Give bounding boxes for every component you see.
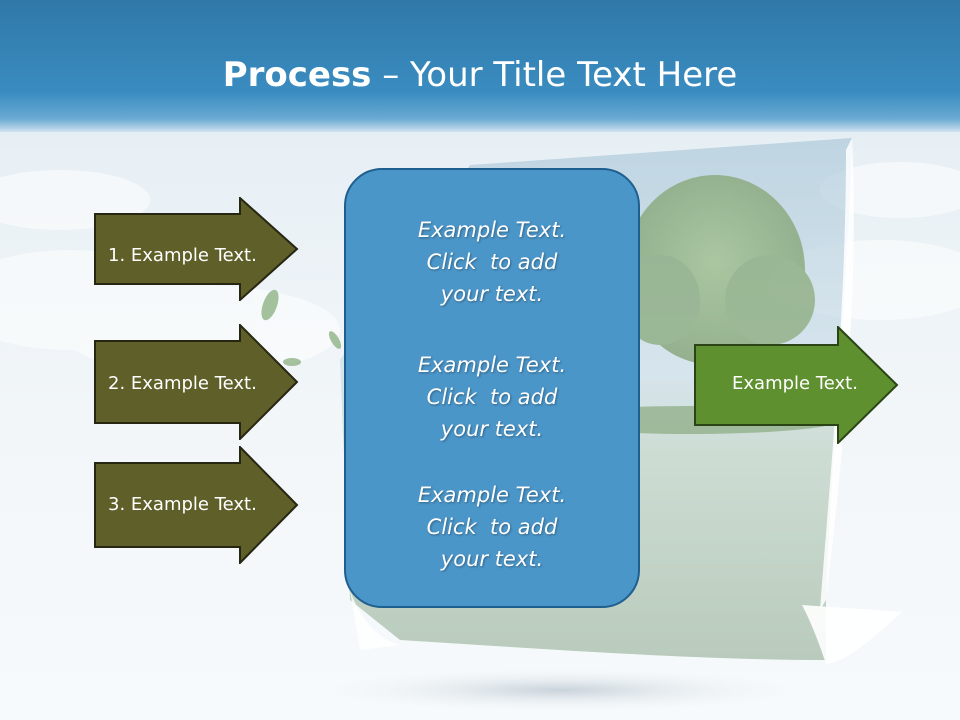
center-text-box[interactable]: Example Text. Click to add your text. Ex… <box>344 168 640 608</box>
center-line: your text. <box>440 547 544 571</box>
center-line: your text. <box>440 417 544 441</box>
center-line: Example Text. <box>417 483 567 507</box>
center-line: Click to add <box>426 250 558 274</box>
step-label-1: 1. Example Text. <box>108 245 257 266</box>
center-paragraph-2: Example Text. Click to add your text. <box>346 349 638 445</box>
step-arrow-2[interactable] <box>94 324 300 440</box>
result-label: Example Text. <box>732 373 858 394</box>
leaves <box>261 289 342 366</box>
step-label-3: 3. Example Text. <box>108 494 257 515</box>
title-rest-part: – Your Title Text Here <box>371 55 738 95</box>
center-paragraph-1: Example Text. Click to add your text. <box>346 214 638 310</box>
center-line: Click to add <box>426 385 558 409</box>
center-paragraph-3: Example Text. Click to add your text. <box>346 479 638 575</box>
center-line: your text. <box>440 282 544 306</box>
step-arrow-3[interactable] <box>94 446 300 564</box>
header-band <box>0 0 960 132</box>
title-bold-part: Process <box>222 55 372 95</box>
step-arrow-1[interactable] <box>94 197 300 301</box>
center-line: Click to add <box>426 515 558 539</box>
step-label-2: 2. Example Text. <box>108 373 257 394</box>
center-line: Example Text. <box>417 218 567 242</box>
result-arrow[interactable] <box>694 326 900 444</box>
slide-title[interactable]: Process – Your Title Text Here <box>0 52 960 98</box>
center-line: Example Text. <box>417 353 567 377</box>
